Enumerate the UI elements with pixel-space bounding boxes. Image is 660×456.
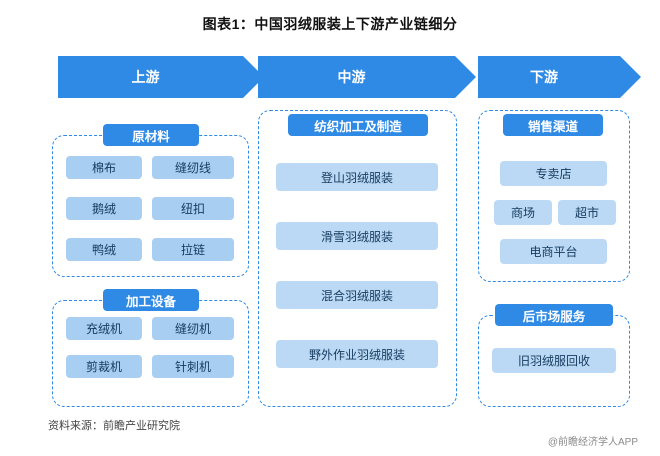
group-header-sales-channel: 销售渠道 [503,114,603,136]
group-header-processing-equipment: 加工设备 [103,289,199,311]
node-midstream-4: 野外作业羽绒服装 [276,340,438,368]
source-note: 资料来源：前瞻产业研究院 [48,420,180,432]
banner-upstream-label: 上游 [131,69,160,85]
node-equipment-1: 充绒机 [66,317,142,340]
node-sales-channel-4: 电商平台 [500,239,607,264]
node-midstream-1: 登山羽绒服装 [276,163,438,191]
node-raw-material-3: 鹅绒 [66,197,142,220]
node-equipment-3: 剪裁机 [66,355,142,378]
node-raw-material-1: 棉布 [66,156,142,179]
banner-midstream-label: 中游 [337,69,366,85]
node-after-market-1: 旧羽绒服回收 [492,348,616,373]
banner-upstream: 上游 [58,56,264,98]
group-header-raw-materials: 原材料 [103,124,199,146]
node-sales-channel-1: 专卖店 [500,161,607,186]
banner-downstream: 下游 [478,56,641,98]
node-midstream-2: 滑雪羽绒服装 [276,222,438,250]
banner-midstream: 中游 [258,56,476,98]
group-header-after-market: 后市场服务 [495,304,613,326]
page-title: 图表1：中国羽绒服装上下游产业链细分 [202,16,458,32]
node-raw-material-6: 拉链 [152,238,234,261]
node-raw-material-5: 鸭绒 [66,238,142,261]
watermark: @前瞻经济学人APP [547,437,638,448]
node-raw-material-2: 缝纫线 [152,156,234,179]
node-sales-channel-2: 商场 [494,200,552,225]
node-equipment-2: 缝纫机 [152,317,234,340]
banner-downstream-label: 下游 [530,69,558,85]
group-container-weaving-manufacture [258,110,457,407]
group-container-sales-channel [478,110,630,282]
node-midstream-3: 混合羽绒服装 [276,281,438,309]
node-raw-material-4: 纽扣 [152,197,234,220]
node-sales-channel-3: 超市 [558,200,616,225]
node-equipment-4: 针刺机 [152,355,234,378]
group-header-weaving-manufacture: 纺织加工及制造 [288,114,428,136]
